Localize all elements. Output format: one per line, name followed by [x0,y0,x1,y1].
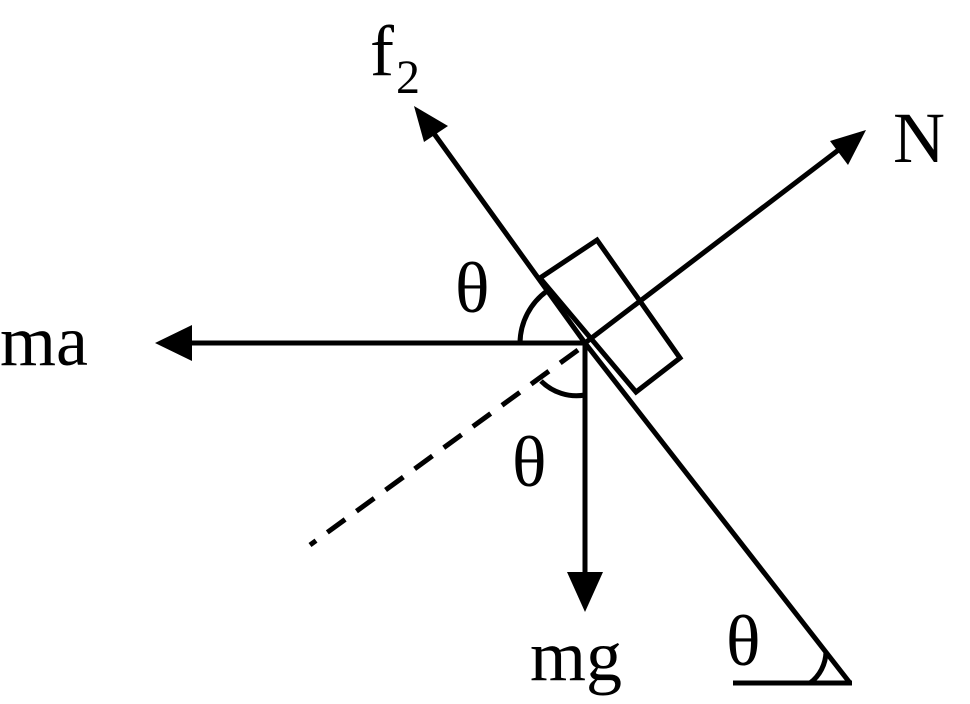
pseudo-force-label: ma [0,301,88,381]
incline-angle-arc [808,651,829,685]
normal-arrow-shaft [583,143,847,345]
incline-line [583,341,852,685]
bottom-angle-arc [539,379,586,399]
friction-arrowhead [414,106,448,142]
weight-label: mg [530,616,622,696]
top-angle-label: θ [455,248,490,328]
normal-arrowhead [830,130,866,165]
weight-arrowhead [567,572,603,612]
bottom-angle-label: θ [512,422,547,502]
friction-arrow-shaft [427,126,588,345]
pseudo-force-arrowhead [155,325,192,361]
block [536,236,684,396]
dashed-normal-extension [308,347,580,548]
normal-label: N [893,98,945,178]
incline-angle-label: θ [726,601,761,681]
friction-label: f2 [370,11,420,104]
top-angle-arc [517,288,549,344]
